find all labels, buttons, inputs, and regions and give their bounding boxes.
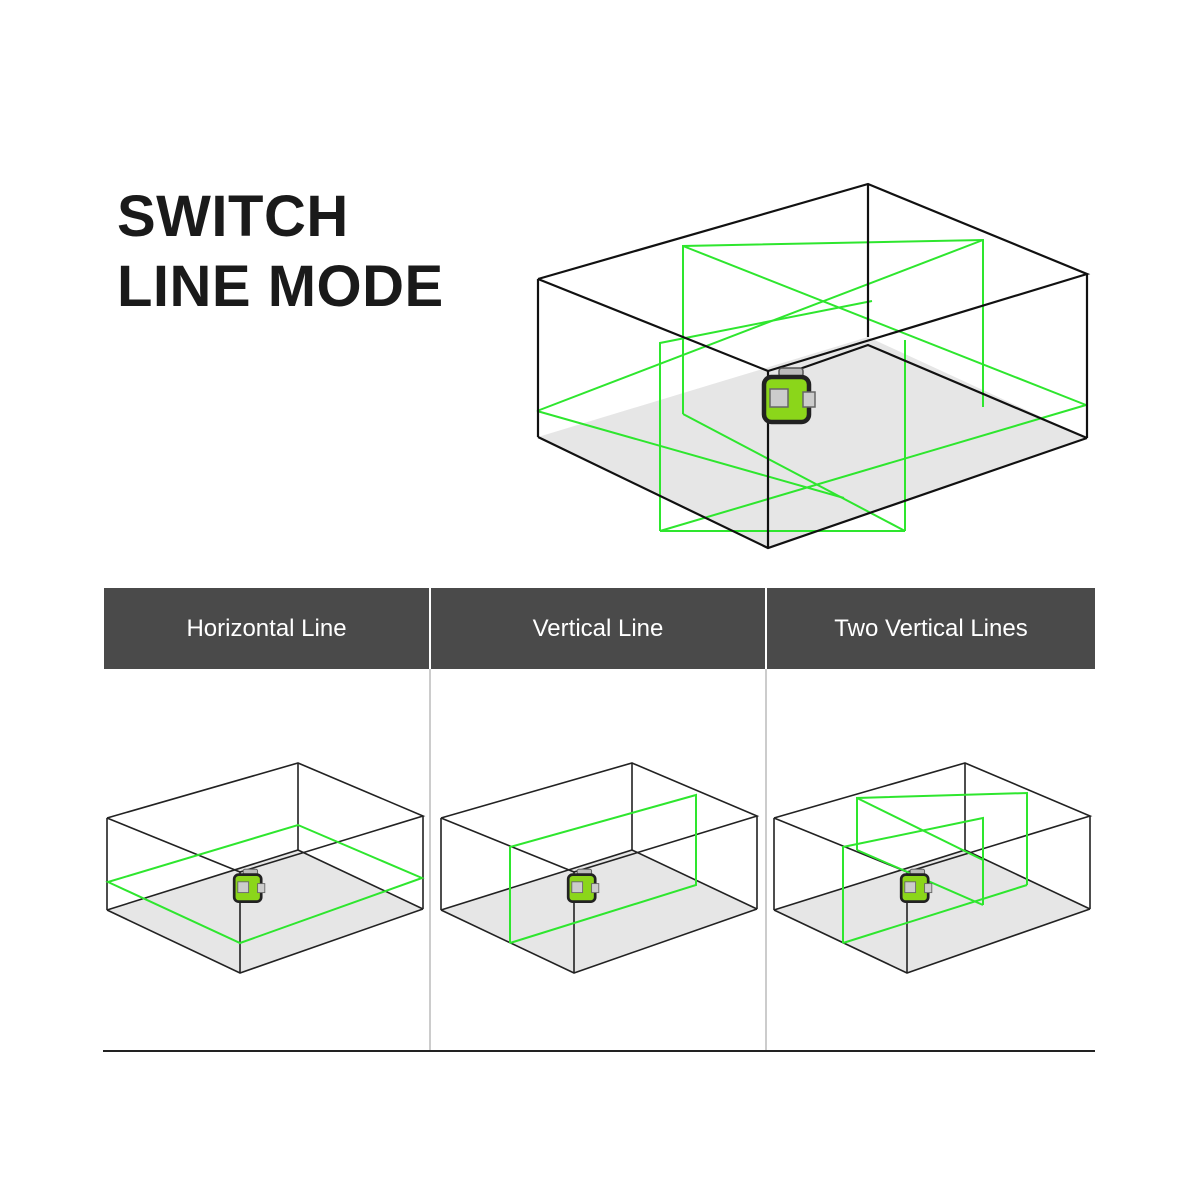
- mode-label: Two Vertical Lines: [834, 614, 1028, 642]
- laser-lines: [536, 238, 1087, 532]
- mode-label: Vertical Line: [532, 614, 664, 642]
- title-line-2: LINE MODE: [117, 254, 444, 319]
- mode-header-horizontal: Horizontal Line: [104, 588, 429, 669]
- main-room-diagram: [536, 182, 1091, 550]
- horizontal-line-diagram: [105, 762, 425, 974]
- page-title: SWITCH LINE MODE: [117, 182, 444, 322]
- mode-header-vertical: Vertical Line: [431, 588, 765, 669]
- two-vertical-lines-diagram: [773, 762, 1091, 974]
- mode-header-two-vertical: Two Vertical Lines: [767, 588, 1095, 669]
- vertical-line-diagram: [440, 762, 758, 974]
- title-line-1: SWITCH: [117, 184, 349, 249]
- mode-label: Horizontal Line: [186, 614, 347, 642]
